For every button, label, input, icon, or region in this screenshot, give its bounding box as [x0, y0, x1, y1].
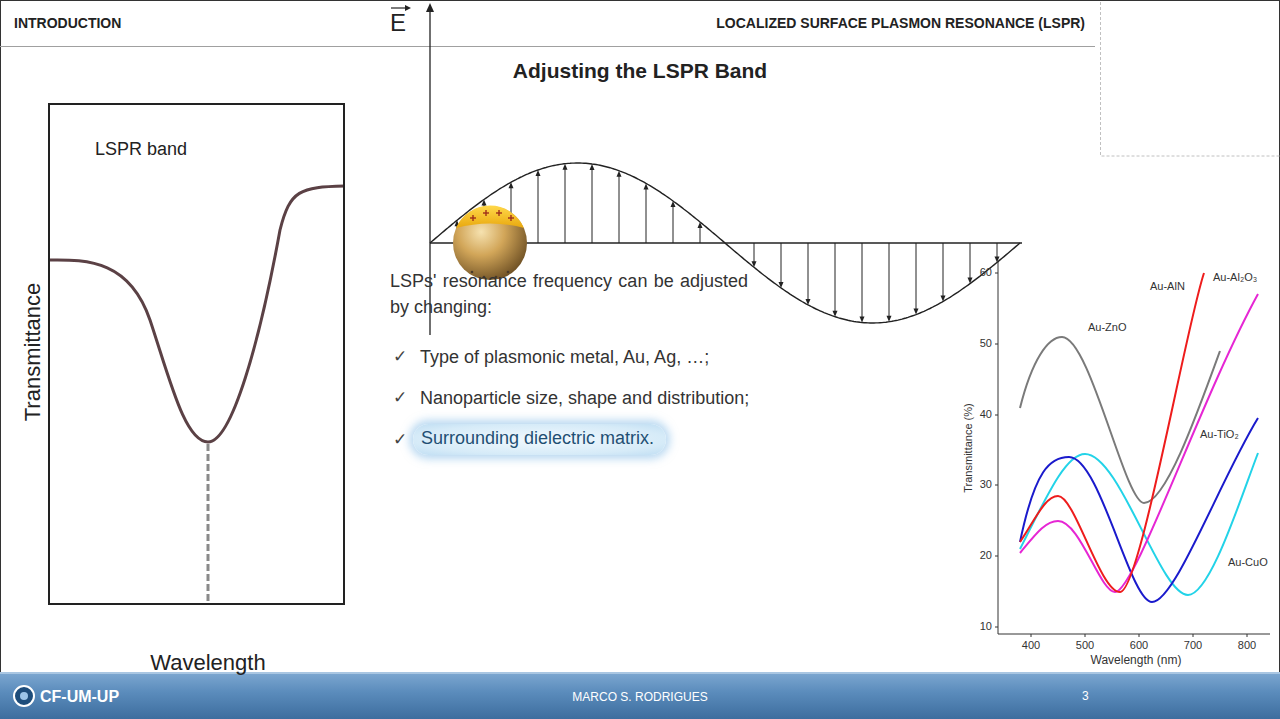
arrowhead — [644, 183, 649, 189]
arrowhead — [779, 282, 784, 288]
field-arrow — [646, 187, 647, 243]
plot-frame: LSPR band — [48, 103, 345, 605]
axis-title: Transmittance (%) — [962, 403, 975, 492]
axis-ticks — [995, 273, 1247, 637]
plus-charges — [470, 210, 514, 221]
nanoparticle — [453, 206, 527, 280]
footer-logo-text: CF-UM-UP — [40, 687, 119, 706]
field-arrow — [862, 243, 863, 319]
arrowhead — [482, 200, 487, 206]
tick-label: 800 — [1238, 639, 1256, 652]
highlight-band: Surrounding dielectric matrix. — [413, 424, 666, 455]
dashed-box — [1101, 0, 1280, 156]
arrowhead — [509, 182, 514, 188]
check-mark: ✓ — [393, 346, 407, 366]
series-label: Au-ZnO — [1088, 321, 1127, 334]
arrowhead — [860, 317, 865, 323]
series-curve — [1020, 418, 1258, 602]
highlight-text: Surrounding dielectric matrix. — [421, 428, 654, 450]
tick-label: 500 — [1076, 639, 1094, 652]
arrowhead — [536, 170, 541, 176]
tick-label: 10 — [980, 620, 992, 633]
tick-label: 700 — [1184, 639, 1202, 652]
series-label: Au-AlN — [1150, 280, 1185, 293]
plot-label: LSPR band — [95, 139, 187, 161]
series-label: Au-TiO₂ — [1200, 428, 1239, 441]
charge-cap — [456, 206, 524, 228]
tick-label: 30 — [980, 478, 992, 491]
axis-title: Wavelength (nm) — [1091, 653, 1182, 667]
footer-bar: CF-UM-UP MARCO S. RODRIGUES 3 — [0, 672, 1280, 719]
field-arrow — [781, 243, 782, 284]
arrowhead — [806, 299, 811, 305]
header-section: INTRODUCTION — [14, 15, 121, 32]
field-arrow — [673, 205, 674, 243]
field-arrow — [997, 243, 998, 258]
page-number: 3 — [1082, 689, 1089, 703]
vector-arrow — [391, 7, 407, 8]
arrowhead — [698, 222, 703, 228]
arrowhead — [914, 309, 919, 315]
field-arrows — [455, 164, 1000, 323]
arrowhead — [833, 311, 838, 317]
arrowhead — [671, 201, 676, 207]
slide-title: Adjusting the LSPR Band — [513, 58, 767, 83]
body-text: LSPs' resonance frequency can be adjuste… — [390, 268, 748, 320]
check-mark: ✓ — [393, 387, 407, 407]
series-label: Au-Al₂O₃ — [1213, 271, 1257, 284]
tick-label: 40 — [980, 408, 992, 421]
tick-label: 50 — [980, 337, 992, 350]
arrowhead — [968, 278, 973, 284]
field-arrow — [835, 243, 836, 313]
bullet-text: Type of plasmonic metal, Au, Ag, …; — [420, 347, 709, 369]
field-arrow — [538, 174, 539, 243]
resonance-marker — [207, 444, 210, 604]
field-arrow — [754, 243, 755, 263]
sine-wave — [430, 163, 1020, 323]
arrowhead — [752, 261, 757, 267]
series-curve — [1020, 273, 1204, 592]
tick-label: 60 — [980, 266, 992, 279]
arrowhead — [590, 164, 595, 170]
field-arrow — [619, 175, 620, 243]
footer-author: MARCO S. RODRIGUES — [572, 690, 707, 704]
axis-title: Transmittance — [20, 283, 46, 422]
tick-label: 20 — [980, 549, 992, 562]
bullet-text: Nanoparticle size, shape and distributio… — [420, 388, 749, 410]
footer-logo — [4, 674, 40, 719]
field-arrow — [970, 243, 971, 280]
field-arrow — [808, 243, 809, 301]
x-axis — [998, 634, 1270, 635]
check-mark: ✓ — [393, 429, 407, 449]
header-topic: LOCALIZED SURFACE PLASMON RESONANCE (LSP… — [716, 15, 1085, 32]
field-arrow — [592, 168, 593, 243]
arrowhead — [995, 256, 1000, 262]
field-arrow — [943, 243, 944, 298]
y-axis — [998, 262, 999, 634]
arrowhead — [426, 3, 434, 12]
series-curve — [1020, 337, 1220, 503]
series-curve — [1020, 453, 1258, 595]
axis-title: Wavelength — [150, 650, 265, 676]
arrowhead — [617, 171, 622, 177]
series-label: Au-CuO — [1228, 556, 1268, 569]
arrowhead — [563, 164, 568, 170]
arrowhead — [887, 316, 892, 322]
header-rule — [0, 46, 1095, 47]
field-arrow — [700, 226, 701, 243]
vector-label: E — [390, 9, 406, 38]
arrowhead — [941, 296, 946, 302]
tick-label: 400 — [1022, 639, 1040, 652]
lspr-curve — [48, 186, 345, 442]
tick-label: 600 — [1130, 639, 1148, 652]
field-arrow — [889, 243, 890, 318]
field-arrow — [916, 243, 917, 311]
field-arrow — [565, 168, 566, 243]
